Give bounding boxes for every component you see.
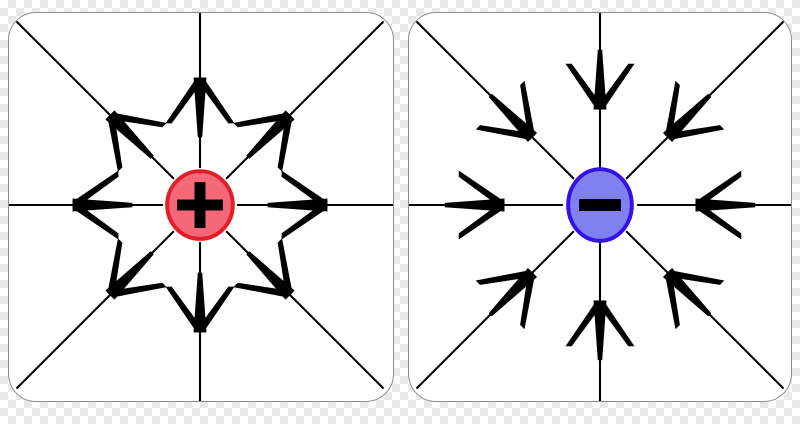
charge-negative[interactable]: Negative point charge <box>566 167 634 243</box>
arrowhead-barb <box>194 286 235 333</box>
arrowhead-barb <box>665 268 680 330</box>
undefined-vertical <box>194 182 206 228</box>
field-line-group <box>9 13 393 401</box>
arrowhead-barb <box>665 80 680 142</box>
field-line-shaft <box>488 93 538 143</box>
field-line <box>416 230 575 389</box>
arrowhead-barb <box>594 300 635 347</box>
field-line-shaft <box>593 49 607 110</box>
field-line-group <box>409 13 791 401</box>
field-line <box>636 170 791 240</box>
field-line <box>225 21 384 180</box>
field-line-shaft <box>246 251 295 300</box>
field-line <box>165 13 235 169</box>
arrowhead-barb <box>594 63 635 110</box>
field-line <box>165 241 235 401</box>
field-line <box>225 230 384 389</box>
arrowhead-barb <box>107 111 123 172</box>
panel-negative-charge[interactable]: Negative point charge <box>408 12 792 402</box>
field-line-shaft <box>488 267 538 317</box>
arrowhead-barb <box>695 199 742 240</box>
field-line <box>565 13 635 169</box>
field-line-shaft <box>593 300 607 361</box>
arrowhead-barb <box>520 80 535 142</box>
arrowhead-barb <box>233 282 294 298</box>
arrowhead-barb <box>233 112 294 128</box>
field-line-shaft <box>267 198 328 212</box>
field-line <box>565 241 635 401</box>
arrowhead-barb <box>695 170 742 211</box>
arrowhead-barb <box>106 112 167 128</box>
arrowhead-barb <box>565 300 606 347</box>
field-line-shaft <box>662 93 712 143</box>
field-line <box>236 170 393 240</box>
arrowhead-barb <box>165 286 206 333</box>
arrowhead-barb <box>277 111 293 172</box>
arrowhead-barb <box>458 199 505 240</box>
arrowhead-barb <box>106 282 167 298</box>
field-line-shaft <box>105 110 154 159</box>
field-line-shaft <box>193 77 207 138</box>
arrowhead-barb <box>281 170 328 211</box>
undefined-horizontal <box>579 199 621 211</box>
field-line <box>416 21 575 180</box>
field-line-shaft <box>444 198 505 212</box>
arrowhead-barb <box>107 238 123 299</box>
charge-positive[interactable]: Positive point charge <box>165 169 235 241</box>
field-line-shaft <box>246 110 295 159</box>
arrowhead-barb <box>281 199 328 240</box>
field-line-shaft <box>662 267 712 317</box>
field-lines-negative: Negative point charge <box>409 13 791 401</box>
field-lines-positive: Positive point charge <box>9 13 393 401</box>
arrowhead-barb <box>663 125 725 140</box>
field-line-shaft <box>695 198 756 212</box>
field-line-shaft <box>105 251 154 300</box>
field-line <box>16 21 175 180</box>
arrowhead-barb <box>194 77 235 124</box>
field-line <box>9 170 164 240</box>
field-line-shaft <box>72 198 133 212</box>
field-line <box>625 230 784 389</box>
field-line-shaft <box>193 272 207 333</box>
arrowhead-barb <box>458 170 505 211</box>
field-line <box>409 170 564 240</box>
arrowhead-barb <box>165 77 206 124</box>
arrowhead-barb <box>475 125 537 140</box>
arrowhead-barb <box>663 270 725 285</box>
arrowhead-barb <box>475 270 537 285</box>
arrowhead-barb <box>565 63 606 110</box>
field-line <box>625 21 784 180</box>
arrowhead-barb <box>520 268 535 330</box>
arrowhead-barb <box>72 170 119 211</box>
panel-positive-charge[interactable]: Positive point charge <box>8 12 394 402</box>
arrowhead-barb <box>277 238 293 299</box>
field-line <box>16 230 175 389</box>
arrowhead-barb <box>72 199 119 240</box>
